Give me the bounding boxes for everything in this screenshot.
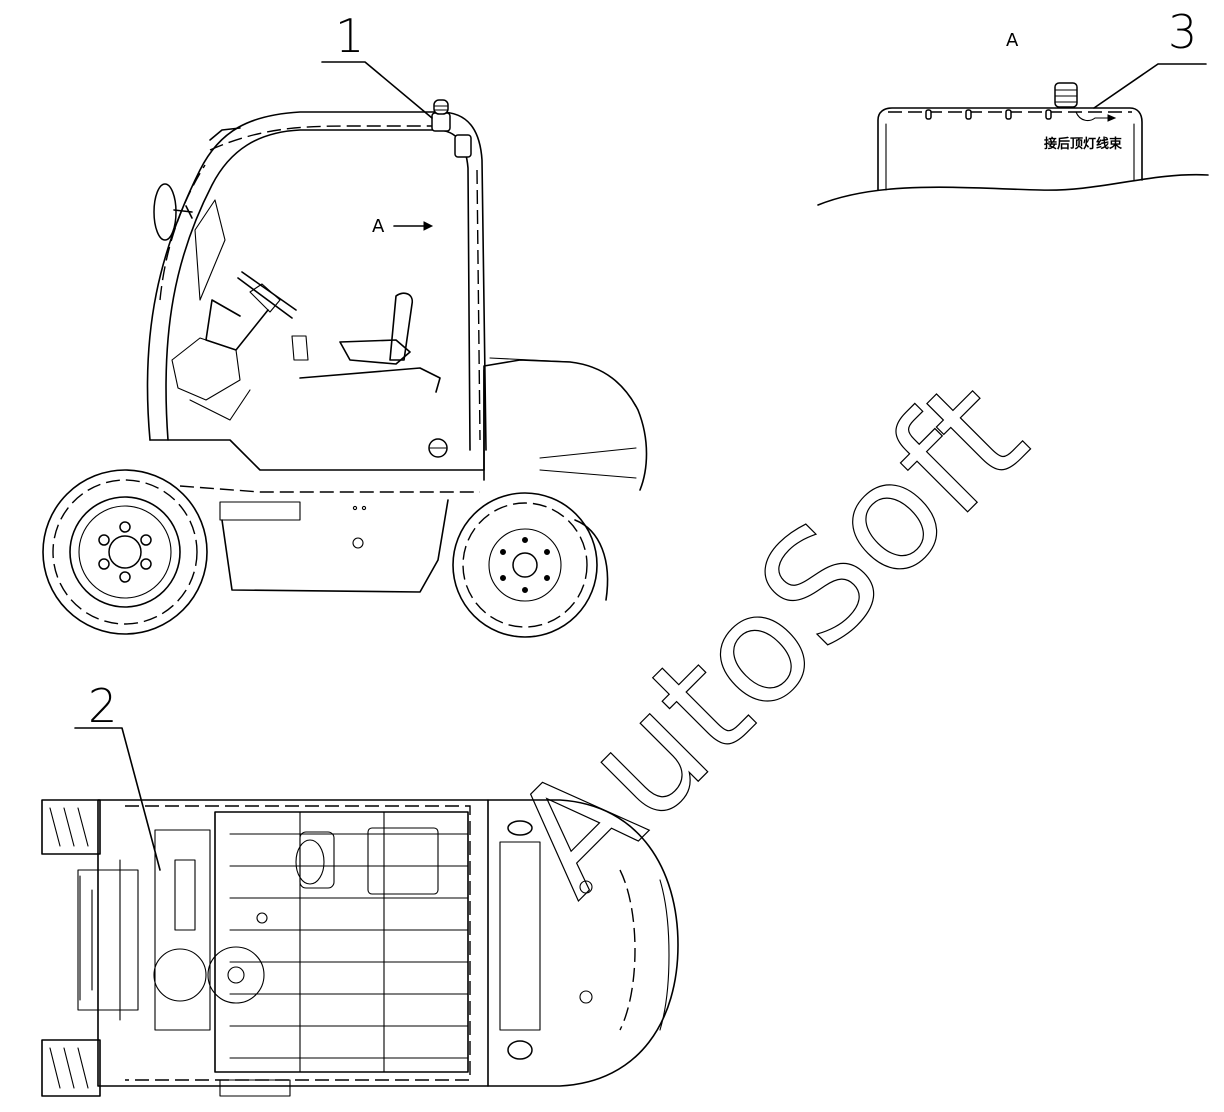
overhead-guard	[146, 111, 487, 451]
detail-note: 接后顶灯线束	[1044, 136, 1123, 152]
callout-1: 1	[321, 9, 433, 119]
mirror	[153, 183, 193, 241]
steering-column	[171, 271, 297, 421]
chassis-body	[149, 359, 648, 491]
callout-3: 3	[1093, 5, 1207, 109]
detail-beacon-icon	[1054, 82, 1117, 122]
forklift-top-view	[41, 799, 679, 1097]
watermark: AutoSoft	[480, 349, 1059, 928]
detail-view-a: A 接后顶灯线束	[817, 30, 1209, 206]
view-arrow-label: A	[372, 216, 385, 237]
rear-wheel	[452, 492, 609, 638]
detail-title: A	[1006, 30, 1019, 51]
front-wheel	[42, 469, 208, 635]
svg-text:3: 3	[1168, 5, 1197, 59]
front-left-tire	[41, 799, 101, 855]
top-view-outline	[97, 799, 679, 1087]
forklift-side-view: A	[42, 99, 648, 638]
seat	[291, 292, 441, 393]
front-right-tire	[41, 1039, 101, 1097]
svg-text:2: 2	[88, 679, 117, 733]
beacon-light	[431, 99, 472, 158]
svg-text:1: 1	[335, 9, 364, 63]
callout-2: 2	[74, 679, 161, 871]
guard-grid	[214, 811, 469, 1073]
